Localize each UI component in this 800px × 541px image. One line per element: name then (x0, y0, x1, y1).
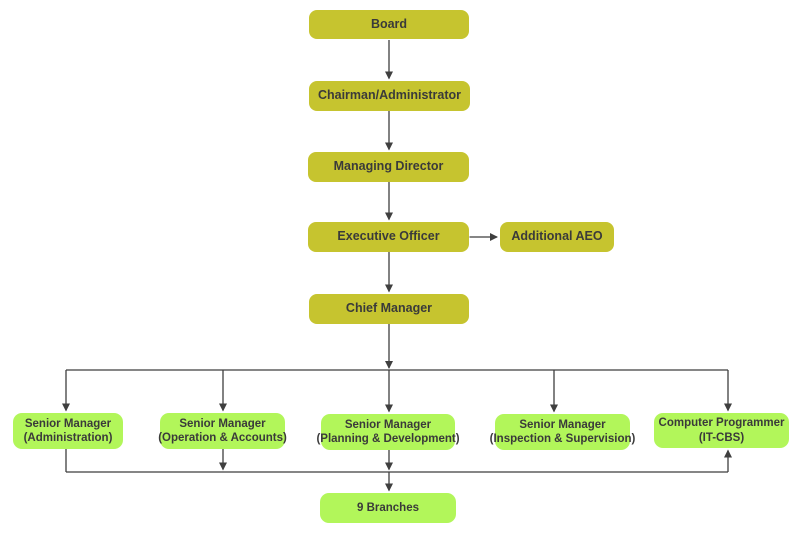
node-chief-manager-label: Chief Manager (345, 301, 433, 316)
node-nine-branches: 9 Branches (320, 493, 456, 523)
node-board-label: Board (370, 16, 408, 31)
node-senior-manager-administration-dept: (Administration) (23, 432, 113, 444)
node-senior-manager-planning-development-title: Senior Manager (344, 418, 432, 431)
node-senior-manager-planning-development: Senior Manager (Planning & Development) (316, 414, 460, 450)
node-senior-manager-operation-accounts-dept: (Operation & Accounts) (158, 432, 287, 444)
node-senior-manager-operation-accounts-title: Senior Manager (179, 417, 266, 430)
node-chairman-administrator-label: Chairman/Administrator (317, 88, 462, 103)
node-additional-aeo-label: Additional AEO (511, 229, 603, 244)
node-senior-manager-administration: Senior Manager (Administration) (13, 413, 123, 449)
node-executive-officer-label: Executive Officer (337, 229, 440, 244)
node-computer-programmer-dept: (IT-CBS) (698, 431, 745, 444)
node-managing-director: Managing Director (308, 152, 469, 182)
node-chairman-administrator: Chairman/Administrator (309, 81, 470, 111)
node-senior-manager-planning-development-dept: (Planning & Development) (316, 433, 460, 445)
node-additional-aeo: Additional AEO (500, 222, 614, 252)
node-senior-manager-inspection-supervision-title: Senior Manager (519, 418, 606, 431)
node-managing-director-label: Managing Director (333, 159, 444, 174)
node-senior-manager-inspection-supervision-dept: (Inspection & Supervision) (489, 433, 636, 445)
node-senior-manager-inspection-supervision: Senior Manager (Inspection & Supervision… (490, 414, 635, 450)
node-senior-manager-operation-accounts: Senior Manager (Operation & Accounts) (158, 413, 287, 449)
node-executive-officer: Executive Officer (308, 222, 469, 252)
node-chief-manager: Chief Manager (309, 294, 469, 324)
node-computer-programmer: Computer Programmer (IT-CBS) (654, 413, 789, 448)
node-board: Board (309, 10, 469, 39)
node-nine-branches-label: 9 Branches (356, 501, 419, 514)
node-senior-manager-administration-title: Senior Manager (24, 417, 112, 430)
node-computer-programmer-title: Computer Programmer (658, 417, 785, 430)
